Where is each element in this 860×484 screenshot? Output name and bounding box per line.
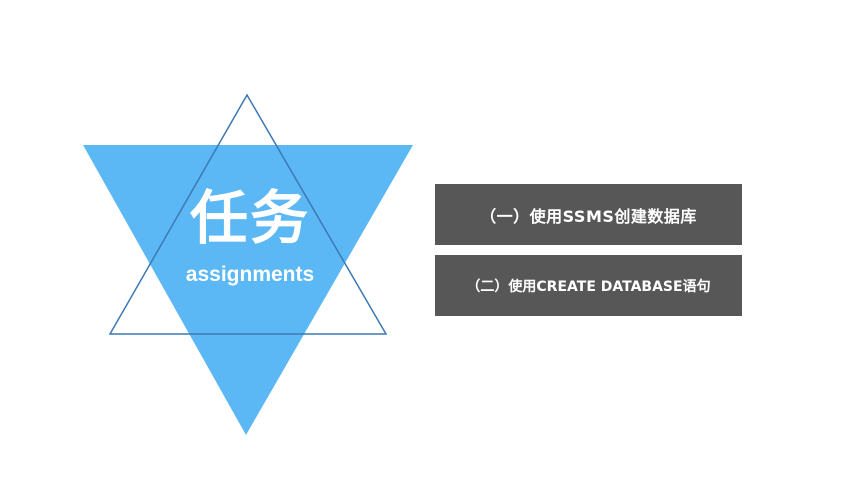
task-item-1-button[interactable]: （一）使用SSMS创建数据库 bbox=[435, 184, 742, 245]
upright-triangle-outline bbox=[108, 93, 388, 335]
inverted-triangle-fill bbox=[83, 145, 413, 435]
task-item-2-label: （二）使用CREATE DATABASE语句 bbox=[466, 278, 711, 295]
section-title-en: assignments bbox=[185, 263, 315, 286]
task-item-2-button[interactable]: （二）使用CREATE DATABASE语句 bbox=[435, 255, 742, 316]
task-item-1-label: （一）使用SSMS创建数据库 bbox=[480, 206, 697, 226]
section-title-cn: 任务 bbox=[189, 184, 310, 252]
